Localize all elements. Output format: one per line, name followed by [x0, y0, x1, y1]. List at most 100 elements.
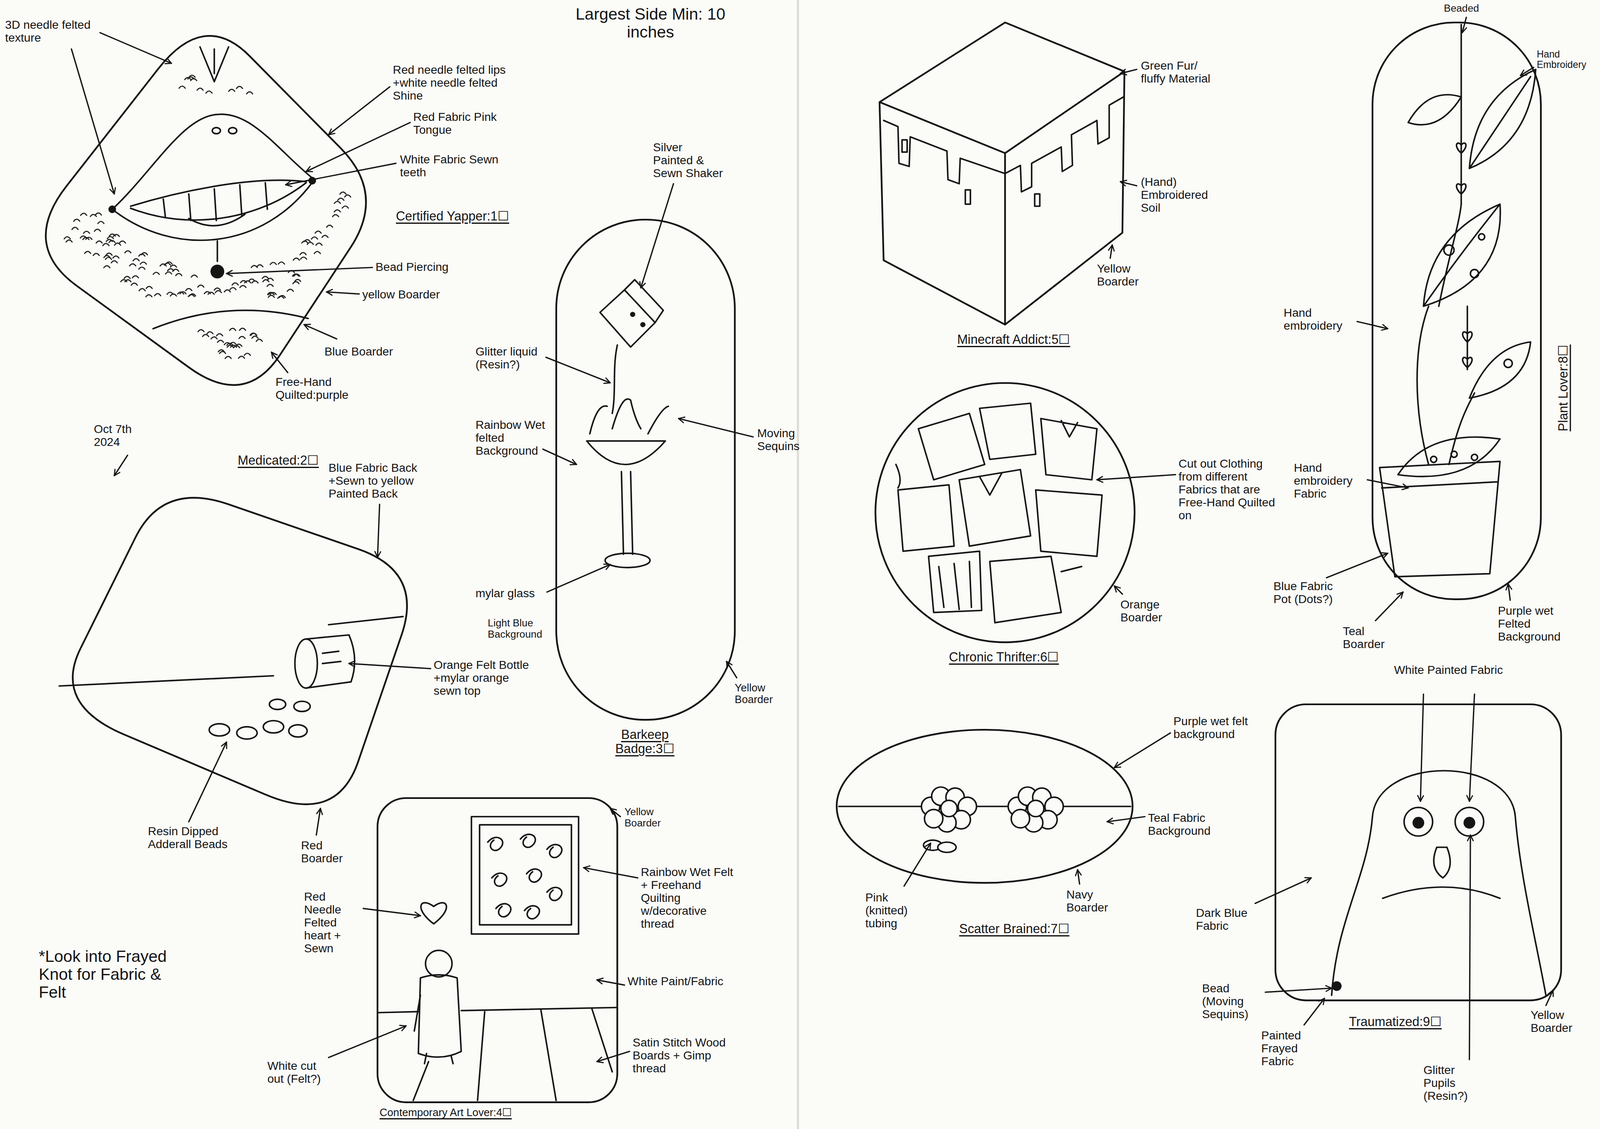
- felt-texture: [270, 262, 277, 265]
- gallery-drawing: [378, 1007, 617, 1013]
- gallery-drawing: [547, 844, 563, 858]
- pill-bottle-drawing: [306, 635, 355, 688]
- lips-drawing: [216, 240, 219, 262]
- figure-drawing: [1433, 847, 1450, 878]
- leader-arrow: [904, 842, 931, 886]
- plant-drawing: [1456, 142, 1467, 153]
- gallery-drawing: [413, 1008, 613, 1100]
- felt-texture: [65, 240, 73, 243]
- felt-texture: [210, 336, 218, 339]
- felt-texture: [141, 252, 148, 255]
- leader-arrow: [1326, 553, 1388, 578]
- felt-texture: [95, 212, 102, 215]
- leader-arrow: [1375, 592, 1403, 621]
- clothing-drawing: [918, 413, 985, 480]
- annotation: Silver Painted & Sewn Shaker: [652, 140, 725, 180]
- shaker-drawing: [590, 398, 669, 434]
- plant-drawing: [1470, 269, 1479, 278]
- annotation: Pink (knitted) tubing: [865, 890, 927, 930]
- leader-arrow: [1462, 17, 1467, 33]
- pill-bottle-drawing: [269, 699, 286, 710]
- figure-drawing: [1413, 817, 1424, 828]
- tubing-drawing: [937, 842, 957, 853]
- felt-texture: [246, 91, 253, 94]
- pill-bottle-drawing: [209, 723, 230, 736]
- annotation: Free-Hand Quilted:purple: [275, 375, 398, 402]
- felt-texture: [236, 86, 243, 89]
- leader-arrow: [640, 183, 674, 288]
- annotation: Red Boarder: [300, 838, 363, 865]
- patch-title: Medicated:2☐: [237, 453, 320, 468]
- felt-texture: [94, 229, 101, 232]
- felt-texture: [334, 201, 341, 204]
- annotation: Hand embroidery: [1283, 306, 1355, 333]
- plant-drawing: [1469, 69, 1536, 169]
- lips-drawing: [130, 182, 306, 220]
- annotation: Oct 7th 2024: [93, 422, 147, 449]
- patch-design: Barkeep Badge:3☐: [556, 219, 735, 720]
- patch-outline: [72, 497, 408, 805]
- lips-drawing: [152, 310, 308, 329]
- felt-texture: [300, 252, 307, 255]
- clothing-drawing: [928, 551, 982, 613]
- felt-texture: [132, 258, 140, 261]
- felt-texture: [278, 262, 285, 265]
- annotation: Yellow Boarder: [1097, 262, 1157, 288]
- patch-title: Scatter Brained:7☐: [959, 921, 1070, 936]
- annotation: White Paint/Fabric: [627, 974, 730, 988]
- figure-drawing: [1455, 807, 1484, 836]
- annotation: Yellow Boarder: [1530, 1008, 1587, 1035]
- felt-texture: [322, 235, 329, 238]
- clothing-drawing: [895, 403, 1103, 623]
- lips-drawing: [109, 206, 116, 213]
- patch-outline: [1275, 704, 1562, 1000]
- clothing-drawing: [979, 403, 1036, 460]
- felt-texture: [197, 329, 205, 332]
- patch-design: Traumatized:9☐: [1275, 704, 1562, 1000]
- felt-texture: [184, 77, 191, 80]
- leader-arrow: [597, 979, 625, 985]
- lips-drawing: [212, 127, 221, 134]
- patch-outline: [377, 797, 618, 1103]
- felt-texture: [256, 264, 263, 267]
- felt-texture: [90, 214, 97, 217]
- felt-texture: [93, 253, 100, 256]
- annotation: Red needle felted lips +white needle fel…: [392, 63, 511, 103]
- felt-texture: [304, 239, 311, 242]
- annotation: Teal Boarder: [1342, 624, 1394, 651]
- annotation: White cut out (Felt?): [267, 1059, 331, 1085]
- leader-arrow: [1255, 877, 1312, 903]
- pill-bottle-drawing: [293, 701, 310, 712]
- gallery-drawing: [487, 837, 503, 850]
- clothing-drawing: [897, 484, 955, 551]
- patch-outline: [836, 729, 1133, 883]
- patch-outline: [836, 729, 1133, 883]
- annotation: Light Blue Background: [487, 617, 552, 640]
- felt-texture: [139, 288, 146, 291]
- felt-texture: [160, 263, 167, 266]
- leader-arrow: [1114, 732, 1171, 768]
- gallery-drawing: [526, 868, 542, 882]
- gallery-drawing: [414, 995, 453, 1064]
- leader-arrow: [304, 324, 337, 339]
- patch-outline: [1275, 704, 1562, 1000]
- annotation: White Painted Fabric: [1390, 663, 1508, 677]
- felt-texture: [202, 334, 209, 337]
- tubing-drawing: [838, 805, 1131, 808]
- felt-texture: [239, 328, 246, 331]
- annotation: Resin Dipped Adderall Beads: [147, 824, 230, 851]
- annotation: Moving Sequins: [757, 426, 824, 453]
- felt-texture: [204, 291, 211, 294]
- felt-texture: [337, 198, 345, 201]
- shaker-drawing: [621, 471, 633, 555]
- pill-bottle-drawing: [322, 651, 341, 664]
- leader-arrow: [226, 267, 373, 274]
- felt-texture: [334, 210, 341, 213]
- felt-texture: [224, 290, 231, 293]
- plant-drawing: [1417, 204, 1475, 465]
- lips-drawing: [228, 127, 238, 134]
- plant-drawing: [1478, 233, 1485, 240]
- felt-texture: [132, 275, 139, 278]
